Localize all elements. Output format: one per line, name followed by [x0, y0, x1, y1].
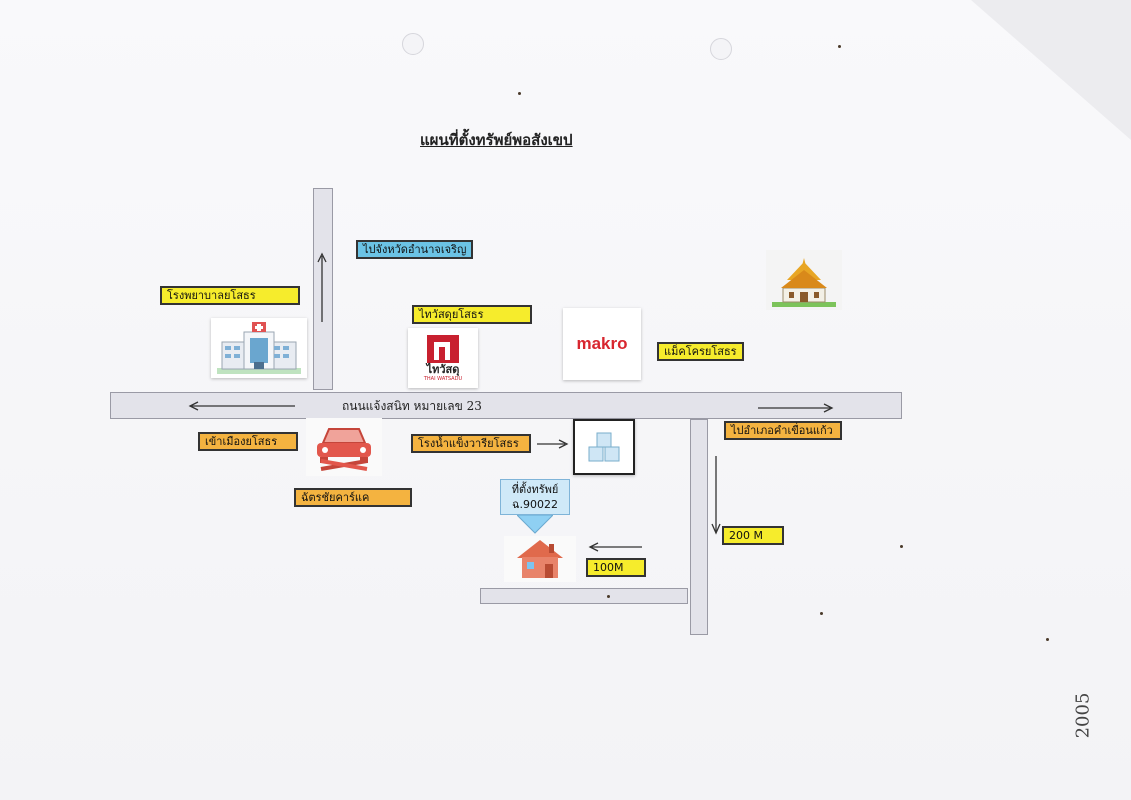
paper-speck — [838, 45, 841, 48]
paper-speck — [900, 545, 903, 548]
punch-hole — [402, 33, 424, 55]
paper-speck — [518, 92, 521, 95]
thaiwatsadu-logo: ไทวัสดุ THAI WATSADU — [408, 328, 478, 388]
property-title: ที่ตั้งทรัพย์ — [511, 483, 559, 496]
arrow-west-head — [188, 401, 199, 411]
label-car-shop: ฉัตรชัยคาร์แค — [294, 488, 412, 507]
north-road — [313, 188, 333, 390]
label-makro: แม็คโครยโสธร — [657, 342, 744, 361]
ice-icon — [573, 419, 635, 475]
paper-speck — [1046, 638, 1049, 641]
label-into-city: เข้าเมืองยโสธร — [198, 432, 298, 451]
folded-corner — [971, 0, 1131, 140]
property-id: ฉ.90022 — [512, 498, 558, 511]
hospital-icon — [211, 318, 307, 378]
makro-logo: makro — [563, 308, 641, 380]
paper-speck — [820, 612, 823, 615]
label-thaiwatsadu: ไทวัสดุยโสธร — [412, 305, 532, 324]
punch-hole — [710, 38, 732, 60]
property-callout: ที่ตั้งทรัพย์ ฉ.90022 — [500, 479, 570, 515]
makro-text: makro — [576, 334, 628, 353]
label-ice-factory: โรงน้ำแข็งวารียโสธร — [411, 434, 531, 453]
car-repair-icon — [306, 418, 382, 476]
arrow-ice-factory-head — [558, 439, 569, 449]
side-road — [690, 419, 708, 635]
arrow-south-head — [711, 523, 721, 535]
property-pointer-icon — [517, 515, 553, 534]
label-100m: 100M — [586, 558, 646, 577]
main-road-label: ถนนแจ้งสนิท หมายเลข 23 — [342, 399, 482, 413]
label-to-district: ไปอำเภอคำเขื่อนแก้ว — [724, 421, 842, 440]
thaiwatsadu-mark-icon — [427, 335, 459, 363]
arrow-to-property-head — [588, 542, 599, 552]
paper-speck — [607, 595, 610, 598]
handwritten-number: 2005 — [1072, 692, 1094, 739]
main-road — [110, 392, 902, 419]
house-icon — [504, 536, 576, 582]
label-200m: 200 M — [722, 526, 784, 545]
thaiwatsadu-subtext: THAI WATSADU — [423, 376, 463, 382]
label-hospital: โรงพยาบาลยโสธร — [160, 286, 300, 305]
arrow-east-head — [823, 403, 834, 413]
soi-road — [480, 588, 688, 604]
temple-icon — [766, 250, 842, 310]
map-title: แผนที่ตั้งทรัพย์พอสังเขป — [420, 131, 573, 149]
arrow-north-head — [317, 252, 327, 263]
thaiwatsadu-text: ไทวัสดุ — [426, 363, 460, 376]
label-to-province: ไปจังหวัดอำนาจเจริญ — [356, 240, 474, 259]
